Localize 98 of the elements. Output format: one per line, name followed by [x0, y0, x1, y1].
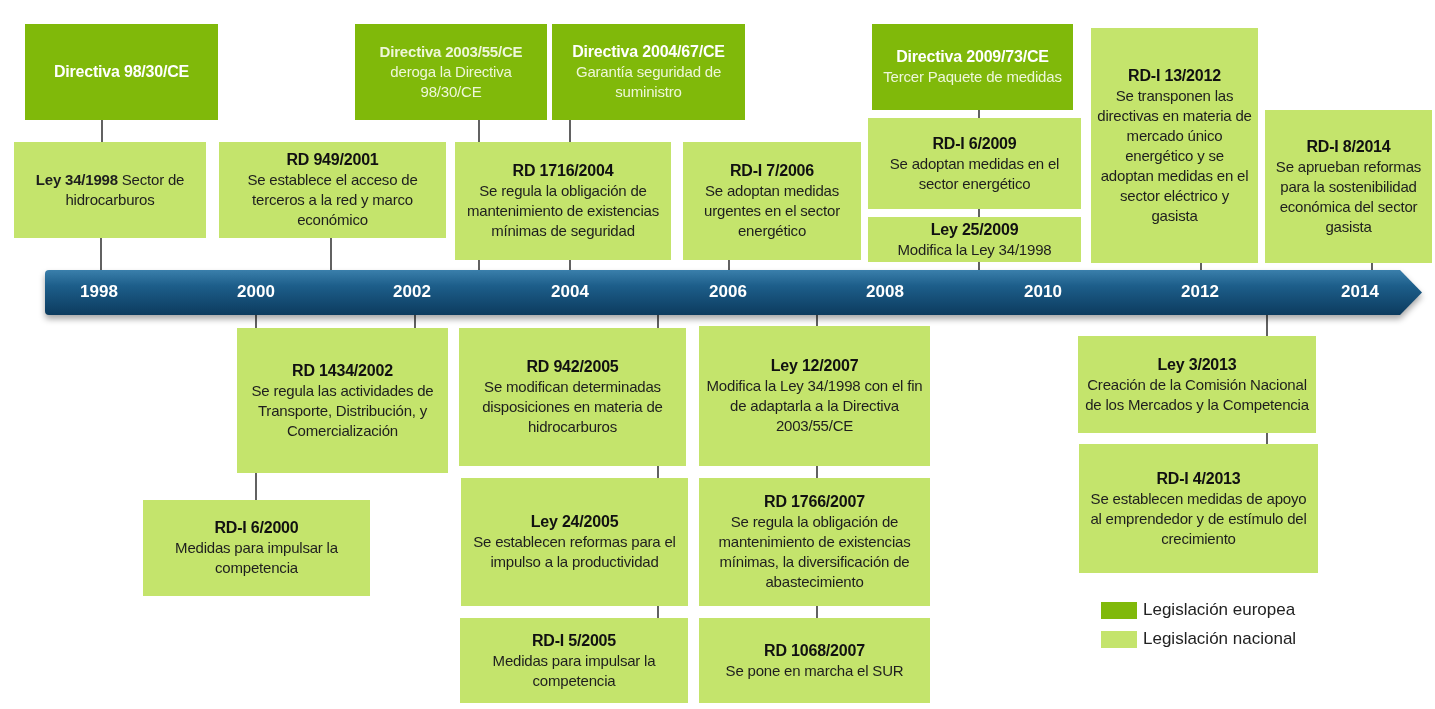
connector-line [100, 237, 102, 271]
year-label: 2006 [709, 281, 747, 303]
law-description: Tercer Paquete de medidas [883, 67, 1062, 87]
law-description: Se modifican determinadas disposiciones en materia de hidrocarburos [481, 377, 664, 437]
law-box [1079, 444, 1318, 573]
connector-line [1266, 314, 1268, 337]
connector-line [569, 259, 571, 271]
law-text: Ley 34/1998 Sector de hidrocarburos [34, 170, 186, 210]
law-box [868, 118, 1081, 209]
law-box [460, 618, 688, 703]
connector-line [330, 237, 332, 271]
law-title: Ley 12/2007 [770, 356, 859, 376]
law-description: Se aprueban reformas para la sostenibilidad económica del sector gasista [1274, 156, 1423, 237]
law-description: Medidas para impulsar la competencia [174, 538, 339, 578]
law-box [459, 328, 686, 466]
law-box [699, 618, 930, 703]
law-box [1265, 110, 1432, 263]
connector-line [728, 259, 730, 271]
connector-line [657, 465, 659, 479]
connector-line [1371, 262, 1373, 271]
law-title: RD 1766/2007 [764, 492, 865, 512]
law-description: Se adoptan medidas urgentes en el sector energético [703, 181, 841, 241]
law-description: Se regula la obligación de mantenimiento de existencias mínimas de seguridad [466, 181, 660, 241]
connector-line [816, 605, 818, 619]
law-title: Ley 24/2005 [530, 512, 619, 532]
legend-label: Legislación europea [1143, 600, 1296, 620]
law-title: RD-I 4/2013 [1156, 468, 1241, 489]
law-title: RD 949/2001 [286, 150, 379, 170]
connector-line [657, 314, 659, 329]
connector-line [1266, 432, 1268, 445]
directive-box [355, 24, 547, 120]
directive-box [552, 24, 745, 120]
law-box [868, 217, 1081, 262]
law-description: Se establece el acceso de terceros a la red y marco económico [246, 170, 419, 230]
law-description: Se regula la obligación de mantenimiento de existencias mínimas, la diversificación de abastecimiento [717, 512, 912, 592]
law-box [461, 478, 688, 606]
year-label: 2004 [551, 281, 589, 303]
connector-line [1200, 262, 1202, 271]
law-description: Se regula las actividades de Transporte, Distribución, y Comercialización [250, 380, 435, 441]
law-title: Ley 25/2009 [930, 219, 1019, 240]
connector-line [478, 119, 480, 143]
law-title: RD 1716/2004 [512, 161, 614, 181]
directive-box [872, 24, 1073, 110]
law-description: Se establecen reformas para el impulso a la productividad [472, 532, 677, 572]
law-title: RD-I 6/2009 [932, 133, 1017, 154]
law-box [683, 142, 861, 260]
connector-line [101, 119, 103, 143]
law-box [143, 500, 370, 596]
law-box [14, 142, 206, 238]
legend-label: Legislación nacional [1143, 629, 1297, 649]
law-box [219, 142, 446, 238]
law-title: RD 942/2005 [526, 357, 619, 377]
law-description: Garantía seguridad de suministro [574, 62, 723, 102]
year-label: 2008 [866, 281, 904, 303]
law-box [455, 142, 671, 260]
connector-line [816, 314, 818, 327]
law-title: RD-I 8/2014 [1306, 136, 1391, 157]
connector-line [414, 314, 416, 329]
law-box [1078, 336, 1316, 433]
law-title: RD 1434/2002 [292, 360, 393, 381]
connector-line [569, 119, 571, 143]
law-title: RD-I 13/2012 [1128, 65, 1221, 86]
year-label: 2000 [237, 281, 275, 303]
directive-box [25, 24, 218, 120]
law-title: RD-I 7/2006 [729, 161, 815, 181]
connector-line [657, 605, 659, 619]
law-description: Se pone en marcha el SUR [725, 660, 904, 681]
law-box [699, 478, 930, 606]
law-box [237, 328, 448, 473]
law-description: Modifica la Ley 34/1998 con el fin de adaptarla a la Directiva 2003/55/CE [705, 376, 924, 436]
connector-line [978, 208, 980, 218]
law-title: RD 1068/2007 [764, 640, 865, 661]
law-text: Directiva 98/30/CE [53, 62, 190, 82]
law-description: Medidas para impulsar la competencia [491, 650, 657, 691]
law-description: Se establecen medidas de apoyo al emprendedor y de estímulo del crecimiento [1089, 488, 1308, 549]
connector-line [978, 109, 980, 119]
law-box [1091, 28, 1258, 263]
year-label: 2010 [1024, 281, 1062, 303]
law-title: Directiva 2009/73/CE [896, 47, 1049, 67]
law-text: Directiva 2003/55/CE deroga la Directiva 98/30/CE [378, 42, 524, 102]
connector-line [478, 259, 480, 271]
law-description: Creación de la Comisión Nacional de los Mercados y la Competencia [1084, 374, 1310, 415]
connector-line [255, 314, 257, 329]
law-title: Ley 3/2013 [1157, 354, 1237, 375]
law-title: Directiva 2004/67/CE [572, 42, 725, 62]
law-description: Se transponen las directivas en materia de mercado único energético y se adoptan medidas en el sector eléctrico y gasista [1097, 85, 1252, 226]
connector-line [255, 472, 257, 501]
law-title: RD-I 5/2005 [531, 630, 617, 651]
connector-line [978, 261, 980, 271]
law-title: RD-I 6/2000 [214, 518, 299, 538]
connector-line [816, 465, 818, 479]
year-label: 2014 [1341, 281, 1379, 303]
year-label: 2002 [393, 281, 431, 303]
law-description: Modifica la Ley 34/1998 [897, 239, 1052, 260]
year-label: 1998 [80, 281, 118, 303]
year-label: 2012 [1181, 281, 1219, 303]
law-description: Se adoptan medidas en el sector energético [888, 153, 1061, 194]
law-box [699, 326, 930, 466]
